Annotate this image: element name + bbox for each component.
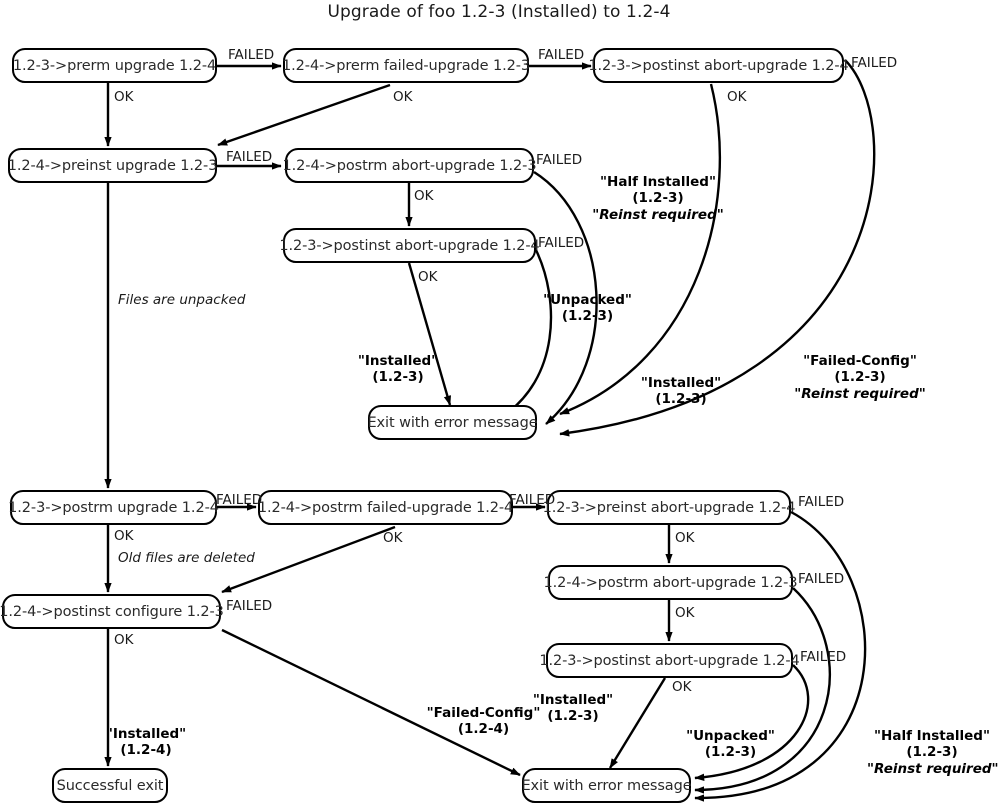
- edge-label-failed-11: FAILED: [800, 649, 847, 665]
- state-line-2: (1.2-3): [561, 308, 614, 325]
- node-postrm-failed-upgrade[interactable]: 1.2-4->postrm failed-upgrade 1.2-4: [258, 490, 513, 525]
- node-prerm-upgrade[interactable]: 1.2-3->prerm upgrade 1.2-4: [12, 48, 217, 83]
- node-label: 1.2-3->postinst abort-upgrade 1.2-4: [588, 57, 849, 74]
- node-label: Successful exit: [56, 777, 164, 794]
- state-label-installed-bottom: "Installed" (1.2-4): [100, 726, 192, 759]
- node-postinst-abort-upgrade-top[interactable]: 1.2-3->postinst abort-upgrade 1.2-4: [588, 48, 849, 83]
- node-label: 1.2-4->prerm failed-upgrade 1.2-3: [282, 57, 530, 74]
- edge-label-ok-6: OK: [114, 528, 134, 544]
- node-label: 1.2-3->preinst abort-upgrade 1.2-4: [542, 499, 796, 516]
- node-exit-error-top[interactable]: Exit with error message: [367, 405, 538, 440]
- state-line-1: "Installed": [532, 692, 614, 708]
- node-label: 1.2-4->postrm failed-upgrade 1.2-4: [257, 499, 514, 516]
- edge-label-failed-6: FAILED: [538, 235, 585, 251]
- state-line-1: "Half Installed": [600, 174, 716, 190]
- note-old-files-deleted: Old files are deleted: [118, 550, 255, 566]
- node-postinst-abort-upgrade-mid[interactable]: 1.2-3->postinst abort-upgrade 1.2-4: [279, 228, 540, 263]
- node-postrm-abort-upgrade-bottom[interactable]: 1.2-4->postrm abort-upgrade 1.2-3: [544, 565, 798, 600]
- state-line-2: (1.2-3): [906, 744, 958, 761]
- edge-label-ok-5: OK: [418, 269, 438, 285]
- note-files-unpacked: Files are unpacked: [118, 292, 246, 308]
- state-line-2: (1.2-4): [457, 721, 510, 738]
- state-label-failed-config-bottom: "Failed-Config" (1.2-4): [421, 705, 546, 738]
- node-label: 1.2-3->prerm upgrade 1.2-4: [12, 57, 217, 74]
- edge-label-failed-5: FAILED: [536, 152, 583, 168]
- edge-label-ok-11: OK: [114, 632, 134, 648]
- edge-label-failed-8: FAILED: [509, 492, 556, 508]
- node-label: 1.2-3->postinst abort-upgrade 1.2-4: [279, 237, 540, 254]
- edge-label-ok-1: OK: [114, 89, 134, 105]
- edge-label-ok-8: OK: [675, 530, 695, 546]
- edge-label-failed-1: FAILED: [228, 47, 275, 63]
- state-line-1: "Installed": [640, 375, 722, 391]
- node-label: 1.2-4->postinst configure 1.2-3: [0, 603, 224, 620]
- state-label-half-installed-top: "Half Installed" (1.2-3) "Reinst require…: [578, 174, 738, 223]
- node-label: 1.2-4->preinst upgrade 1.2-3: [7, 157, 218, 174]
- state-line-2: (1.2-4): [120, 742, 172, 759]
- state-label-failed-config-top: "Failed-Config" (1.2-3) "Reinst required…: [780, 353, 940, 402]
- state-label-installed-bottom-2: "Installed" (1.2-3): [527, 692, 619, 725]
- node-label: 1.2-3->postinst abort-upgrade 1.2-4: [539, 652, 800, 669]
- state-line-3: "Reinst required": [794, 385, 926, 402]
- state-line-1: "Installed": [105, 726, 187, 742]
- edge-label-ok-9: OK: [675, 605, 695, 621]
- state-line-2: (1.2-3): [547, 708, 599, 725]
- edge-label-ok-3: OK: [727, 89, 747, 105]
- edge-label-ok-2: OK: [393, 89, 413, 105]
- node-label: 1.2-4->postrm abort-upgrade 1.2-3: [543, 574, 798, 591]
- node-postrm-upgrade[interactable]: 1.2-3->postrm upgrade 1.2-4: [8, 490, 219, 525]
- state-line-1: "Failed-Config": [426, 705, 541, 721]
- state-line-1: "Unpacked": [543, 292, 632, 308]
- state-line-1: "Half Installed": [874, 728, 990, 744]
- edge-label-failed-3: FAILED: [851, 55, 898, 71]
- state-line-3: "Reinst required": [867, 760, 998, 777]
- state-line-1: "Unpacked": [686, 728, 775, 744]
- node-successful-exit[interactable]: Successful exit: [52, 768, 168, 803]
- node-label: 1.2-4->postrm abort-upgrade 1.2-3: [282, 157, 537, 174]
- node-postinst-configure[interactable]: 1.2-4->postinst configure 1.2-3: [0, 594, 224, 629]
- node-postrm-abort-upgrade-mid[interactable]: 1.2-4->postrm abort-upgrade 1.2-3: [282, 148, 537, 183]
- state-label-unpacked-bottom: "Unpacked" (1.2-3): [683, 728, 778, 761]
- node-label: 1.2-3->postrm upgrade 1.2-4: [8, 499, 219, 516]
- node-exit-error-bottom[interactable]: Exit with error message: [521, 768, 692, 803]
- state-line-2: (1.2-3): [704, 744, 757, 761]
- state-label-unpacked-top: "Unpacked" (1.2-3): [540, 292, 635, 325]
- edge-label-failed-9: FAILED: [798, 494, 845, 510]
- edge-label-failed-4: FAILED: [226, 149, 273, 165]
- edge-label-failed-12: FAILED: [226, 598, 273, 614]
- node-preinst-abort-upgrade[interactable]: 1.2-3->preinst abort-upgrade 1.2-4: [543, 490, 796, 525]
- edge-label-failed-10: FAILED: [798, 571, 845, 587]
- state-line-2: (1.2-3): [655, 391, 707, 408]
- node-label: Exit with error message: [367, 414, 538, 431]
- state-line-2: (1.2-3): [834, 369, 886, 386]
- state-label-half-installed-bottom: "Half Installed" (1.2-3) "Reinst require…: [867, 728, 998, 777]
- node-preinst-upgrade[interactable]: 1.2-4->preinst upgrade 1.2-3: [8, 148, 217, 183]
- state-line-1: "Installed": [357, 353, 439, 369]
- node-prerm-failed-upgrade[interactable]: 1.2-4->prerm failed-upgrade 1.2-3: [282, 48, 530, 83]
- state-line-2: (1.2-3): [632, 190, 684, 207]
- edge-label-ok-10: OK: [672, 679, 692, 695]
- node-label: Exit with error message: [521, 777, 692, 794]
- state-label-installed-top: "Installed" (1.2-3): [352, 353, 444, 386]
- state-line-1: "Failed-Config": [803, 353, 917, 369]
- node-postinst-abort-upgrade-bottom[interactable]: 1.2-3->postinst abort-upgrade 1.2-4: [539, 643, 800, 678]
- state-line-3: "Reinst required": [592, 206, 724, 223]
- state-line-2: (1.2-3): [372, 369, 424, 386]
- edge-label-ok-4: OK: [414, 188, 434, 204]
- edge-label-failed-2: FAILED: [538, 47, 585, 63]
- edge-label-failed-7: FAILED: [216, 492, 263, 508]
- edge-label-ok-7: OK: [383, 530, 403, 546]
- state-label-installed-top-2: "Installed" (1.2-3): [635, 375, 727, 408]
- page-title: Upgrade of foo 1.2-3 (Installed) to 1.2-…: [327, 2, 671, 22]
